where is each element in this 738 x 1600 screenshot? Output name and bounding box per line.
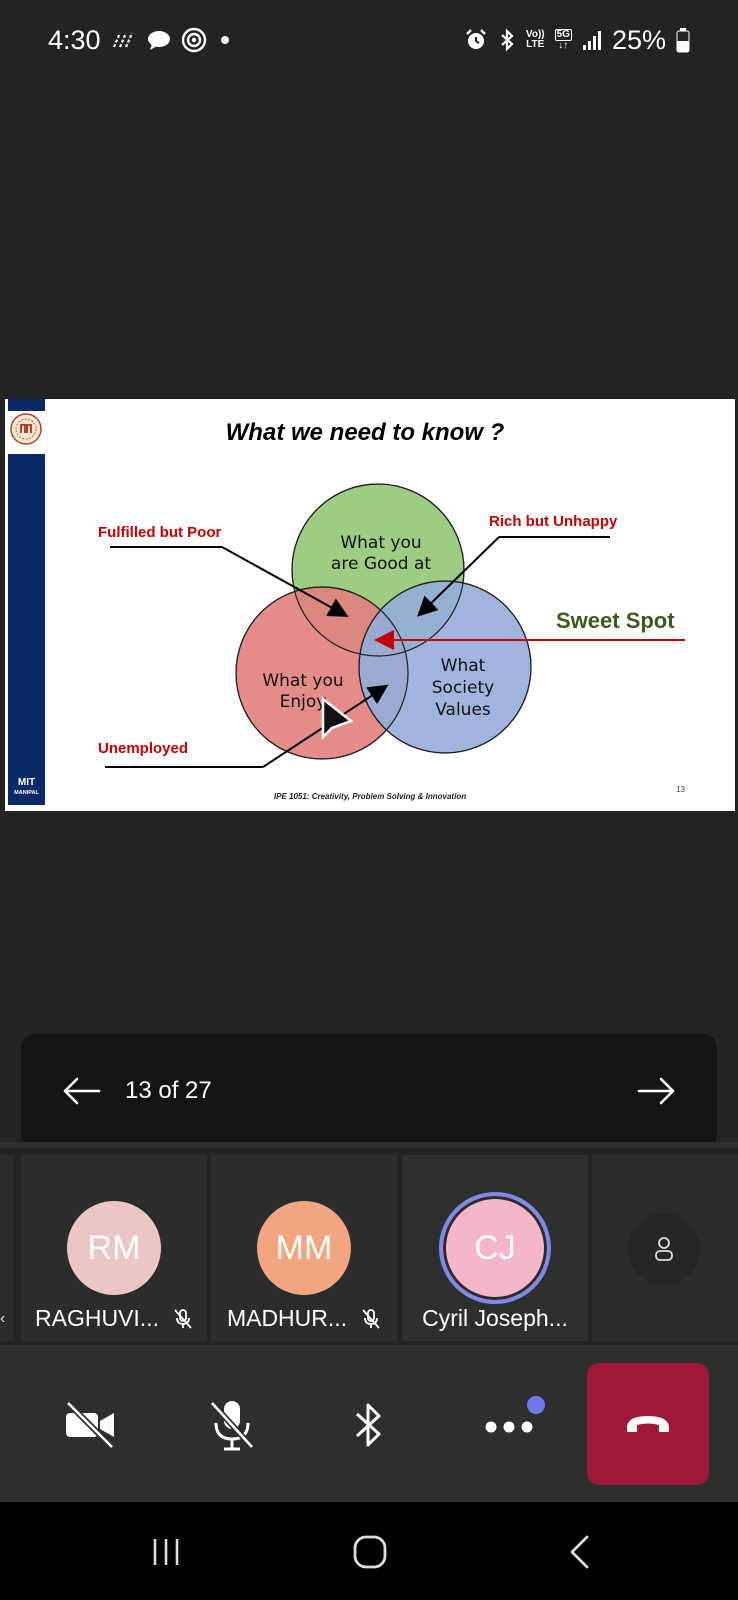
slide-brand: MIT MANIPAL: [8, 775, 45, 805]
bluetooth-icon: [498, 28, 516, 52]
dot-icon: [217, 32, 233, 48]
home-icon: [353, 1535, 387, 1569]
more-options-button[interactable]: [469, 1385, 549, 1465]
chat-bubble-icon: [147, 29, 171, 51]
arrow-right-icon: [637, 1077, 675, 1105]
phone-hangup-icon: [627, 1416, 669, 1432]
slide-navigation: 13 of 27: [21, 1034, 717, 1148]
slide-sidebar: MIT MANIPAL: [5, 399, 45, 811]
brand-line1: MIT: [17, 777, 36, 788]
label-fulfilled: Fulfilled but Poor: [98, 524, 221, 541]
volte-bottom-text: LTE: [526, 39, 545, 50]
data-arrows-icon: ↓↑: [558, 40, 569, 51]
circle-society-label-2: Society: [432, 678, 494, 698]
next-slide-button[interactable]: [633, 1067, 681, 1115]
target-icon: [181, 27, 207, 53]
mic-off-icon: [209, 1400, 255, 1451]
person-placeholder: [628, 1213, 700, 1285]
slide-blue-bar: [8, 454, 45, 784]
label-rich: Rich but Unhappy: [489, 513, 618, 530]
participant-tile[interactable]: RM RAGHUVI...: [21, 1155, 207, 1341]
arrow-left-icon: [63, 1077, 101, 1105]
signal-wave-icon: [111, 29, 137, 51]
bluetooth-audio-button[interactable]: [328, 1385, 408, 1465]
microphone-toggle-button[interactable]: [192, 1385, 272, 1465]
status-left: 4:30: [48, 25, 233, 56]
battery-percent: 25%: [611, 24, 666, 55]
label-unemployed: Unemployed: [98, 740, 188, 757]
participant-name: MADHUR...: [226, 1305, 348, 1331]
previous-slide-button[interactable]: [57, 1067, 105, 1115]
slide-footer: IPE 1051: Creativity, Problem Solving & …: [273, 792, 467, 801]
slide-counter: 13 of 27: [125, 1077, 212, 1104]
participant-name-row: RAGHUVI...: [21, 1305, 207, 1332]
participant-tile-speaking[interactable]: CJ Cyril Joseph...: [402, 1155, 588, 1341]
pointer-cursor-icon: [321, 696, 354, 741]
hang-up-button[interactable]: [587, 1363, 709, 1485]
battery-icon: [676, 27, 690, 53]
section-divider: [0, 1142, 738, 1148]
5g-text: 5G: [554, 29, 572, 41]
mic-muted-icon: [174, 1308, 192, 1329]
mic-muted-icon: [362, 1308, 380, 1329]
camera-toggle-button[interactable]: [50, 1385, 130, 1465]
bluetooth-icon: [355, 1403, 381, 1447]
label-sweet: Sweet Spot: [556, 608, 675, 633]
participant-name: Cyril Joseph...: [422, 1305, 568, 1331]
volte-icon: Vo)) LTE: [526, 30, 545, 50]
recent-apps-button[interactable]: [136, 1530, 196, 1574]
volte-top-text: Vo)): [525, 29, 545, 40]
status-right: Vo)) LTE 5G ↓↑ 25%: [464, 25, 690, 56]
circle-society-label-3: Values: [435, 700, 491, 720]
slide-top-rule: [8, 399, 45, 411]
system-navigation-bar: [0, 1502, 738, 1600]
participant-strip: RM RAGHUVI... MM MADHUR... CJ Cyril Jose…: [0, 1155, 738, 1345]
circle-enjoy-label-1: What you: [262, 671, 343, 691]
more-dots-icon: [485, 1421, 533, 1433]
circle-enjoy-label-2: Enjoy: [280, 692, 327, 712]
back-chevron-icon: [570, 1535, 589, 1569]
circle-good-label-1: What you: [340, 533, 421, 553]
participant-tile[interactable]: MM MADHUR...: [211, 1155, 397, 1341]
participant-tile-more[interactable]: [592, 1155, 738, 1341]
slide-page-number: 13: [676, 785, 685, 794]
avatar: MM: [257, 1201, 351, 1295]
back-button[interactable]: [549, 1530, 609, 1574]
institute-seal-icon: [10, 413, 42, 445]
person-icon: [655, 1237, 673, 1261]
slide-title: What we need to know ?: [225, 419, 505, 446]
avatar: RM: [67, 1201, 161, 1295]
participant-tile-partial: [0, 1155, 14, 1341]
brand-line2: MANIPAL: [14, 790, 39, 796]
alarm-icon: [464, 28, 488, 52]
recent-apps-icon: [153, 1539, 179, 1565]
venn-diagram: What you are Good at What you Enjoy What…: [98, 483, 685, 768]
avatar: CJ: [439, 1192, 551, 1304]
participant-name: RAGHUVI...: [35, 1305, 159, 1331]
status-time: 4:30: [48, 24, 101, 55]
shared-slide[interactable]: MIT MANIPAL What we need to know ? W: [5, 399, 735, 811]
slide-nav-left: 13 of 27: [57, 1067, 212, 1115]
scroll-left-indicator-icon: ‹: [0, 1310, 6, 1327]
5g-icon: 5G ↓↑: [554, 29, 572, 51]
camera-off-icon: [65, 1400, 115, 1450]
call-controls: [0, 1345, 738, 1502]
circle-good-label-2: are Good at: [331, 554, 431, 574]
circle-society-label-1: What: [441, 656, 486, 676]
notification-badge: [527, 1396, 545, 1414]
participant-name-row: MADHUR...: [211, 1305, 397, 1332]
signal-bars-icon: [582, 29, 602, 51]
status-bar: 4:30 Vo)) LTE 5G ↓↑ 25%: [0, 0, 738, 80]
participant-name-row: Cyril Joseph...: [402, 1305, 588, 1332]
home-button[interactable]: [340, 1530, 400, 1574]
